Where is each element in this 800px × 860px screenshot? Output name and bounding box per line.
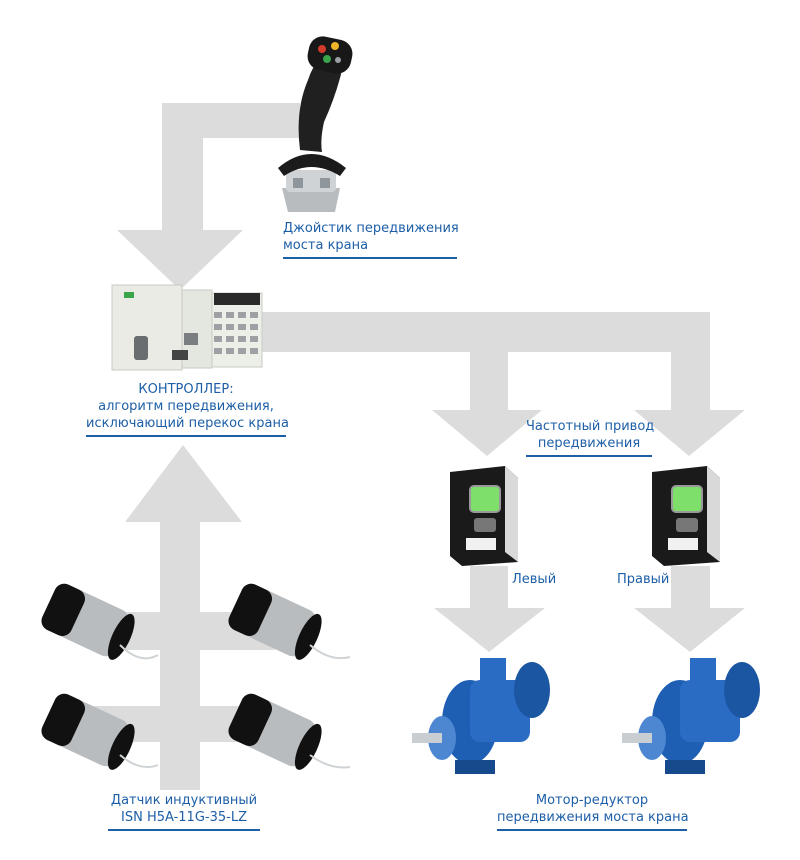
joystick-label-line1: Джойстик передвижения [283,220,457,237]
motors-label-line1: Мотор-редуктор [497,792,687,809]
frequency-drive-left-icon [450,466,518,566]
controller-label-line1: КОНТРОЛЛЕР: [86,381,286,398]
drives-label: Частотный привод передвижения [526,418,652,457]
motors-label: Мотор-редуктор передвижения моста крана [497,792,687,831]
gear-motor-right-icon [622,658,760,774]
inductive-sensor-icon-4 [225,690,350,773]
sensors-label: Датчик индуктивный ISN H5A-11G-35-LZ [108,792,260,831]
sensors-label-line1: Датчик индуктивный [108,792,260,809]
motors-label-line2: передвижения моста крана [497,809,687,826]
arrow-joystick-to-controller [117,103,300,290]
drive-right-label: Правый [617,572,669,587]
drives-label-line1: Частотный привод [526,418,652,435]
controller-label-line3: исключающий перекос крана [86,415,286,432]
drives-label-line2: передвижения [526,435,652,452]
plc-icon [112,285,262,370]
controller-label: КОНТРОЛЛЕР: алгоритм передвижения, исклю… [86,381,286,437]
inductive-sensor-icon-2 [225,580,350,663]
controller-label-line2: алгоритм передвижения, [86,398,286,415]
joystick-label: Джойстик передвижения моста крана [283,220,457,259]
joystick-label-line2: моста крана [283,237,457,254]
drive-left-label: Левый [512,572,556,587]
gear-motor-left-icon [412,658,550,774]
sensors-label-line2: ISN H5A-11G-35-LZ [108,809,260,826]
frequency-drive-right-icon [652,466,720,566]
arrow-controller-to-drives [262,312,745,456]
